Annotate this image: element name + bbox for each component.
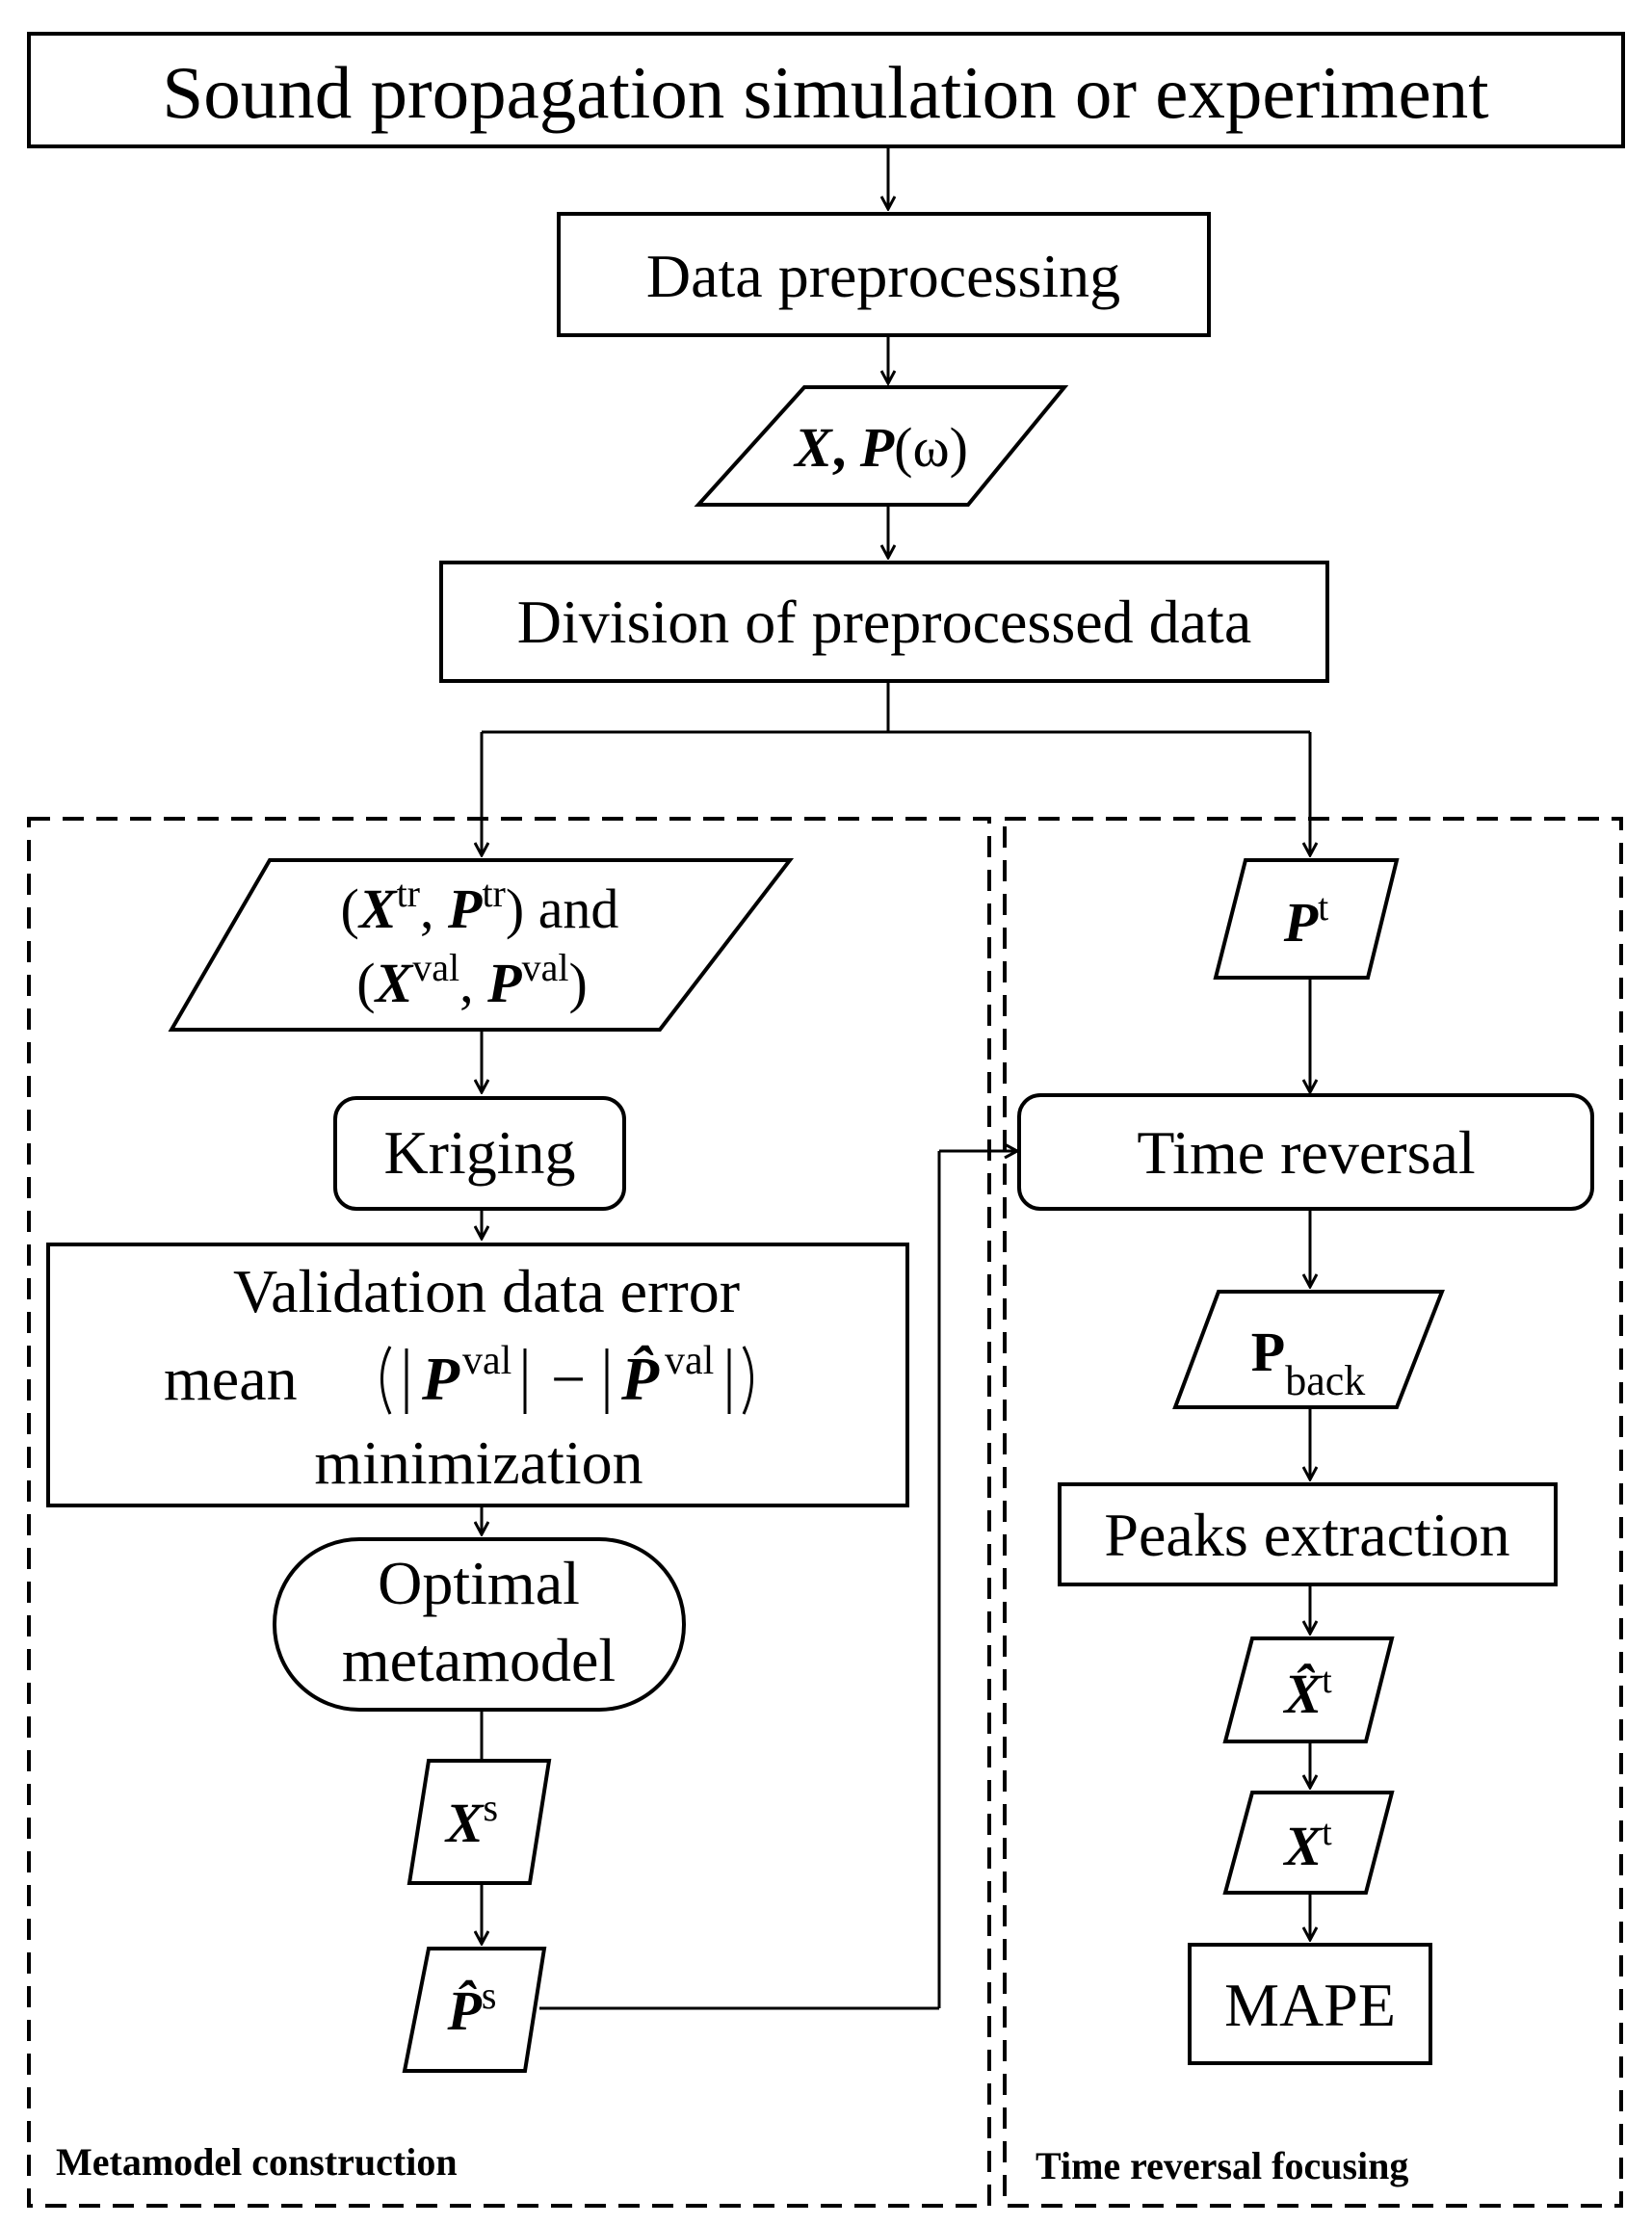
time-reversal-box: Time reversal [1017, 1093, 1594, 1211]
xt-hat-input-output: X̂t [1222, 1636, 1395, 1743]
peaks-extraction-label: Peaks extraction [1104, 1501, 1509, 1569]
division-box: Division of preprocessed data [439, 561, 1329, 683]
pback-input-output: Pback [1172, 1290, 1445, 1409]
preprocessing-box: Data preprocessing [557, 212, 1211, 337]
xp-x: X [793, 416, 833, 479]
xp-input-output: X, P(ω) [694, 385, 1069, 507]
p-val: P [486, 952, 522, 1014]
pt-label: Pt [1283, 885, 1329, 955]
validation-p: P [421, 1345, 460, 1413]
validation-box: Validation data error mean P val − P̂ va… [46, 1243, 909, 1507]
mape-box: MAPE [1188, 1943, 1432, 2065]
time-reversal-label: Time reversal [1137, 1118, 1475, 1187]
division-label: Division of preprocessed data [517, 588, 1251, 656]
validation-p-hat-sup: val [665, 1339, 714, 1383]
validation-p-hat: P̂ [620, 1345, 660, 1413]
ps-hat-input-output: P̂s [402, 1947, 547, 2073]
xt-hat-label: X̂t [1282, 1661, 1332, 1725]
optimal-metamodel-box: Optimal metamodel [273, 1537, 686, 1712]
time-reversal-section-label: Time reversal focusing [1036, 2144, 1408, 2187]
xt-label: Xt [1282, 1813, 1332, 1877]
xp-p: P [859, 416, 895, 479]
connectors [482, 146, 1310, 2010]
mape-label: MAPE [1224, 1971, 1396, 2039]
optimal-line2: metamodel [342, 1626, 616, 1694]
ps-hat-label: P̂s [446, 1974, 496, 2043]
xs-input-output: Xs [406, 1759, 552, 1885]
kriging-box: Kriging [333, 1096, 626, 1211]
xp-label: X, P(ω) [793, 416, 968, 479]
xs-label: Xs [444, 1786, 498, 1855]
validation-p-sup: val [462, 1339, 511, 1383]
preprocessing-label: Data preprocessing [646, 242, 1120, 310]
title-box: Sound propagation simulation or experime… [27, 32, 1625, 148]
pt-input-output: Pt [1213, 858, 1400, 980]
peaks-extraction-box: Peaks extraction [1058, 1482, 1558, 1586]
validation-line1: Validation data error [233, 1257, 740, 1325]
train-val-input-output: (Xtr, Ptr) and (Xval, Pval) [168, 858, 795, 1032]
x-tr: X [357, 877, 398, 940]
minus-sign: − [551, 1345, 586, 1413]
kriging-label: Kriging [383, 1118, 575, 1187]
validation-formula: mean P val − P̂ val [164, 1339, 753, 1415]
validation-line3: minimization [314, 1428, 642, 1497]
val-pair-label: (Xval, Pval) [356, 946, 588, 1015]
metamodel-section-frame [27, 817, 991, 2208]
xp-omega: (ω) [894, 416, 968, 479]
title-box-label: Sound propagation simulation or experime… [162, 51, 1488, 134]
optimal-line1: Optimal [378, 1549, 580, 1617]
xt-input-output: Xt [1222, 1791, 1395, 1895]
x-val: X [374, 952, 414, 1014]
mean-label: mean [164, 1345, 298, 1413]
time-reversal-section-frame [1003, 817, 1623, 2208]
pback-label: Pback [1251, 1321, 1366, 1404]
train-pair-label: (Xtr, Ptr) and [341, 872, 619, 941]
p-tr: P [447, 877, 483, 940]
metamodel-section-label: Metamodel construction [56, 2140, 458, 2184]
